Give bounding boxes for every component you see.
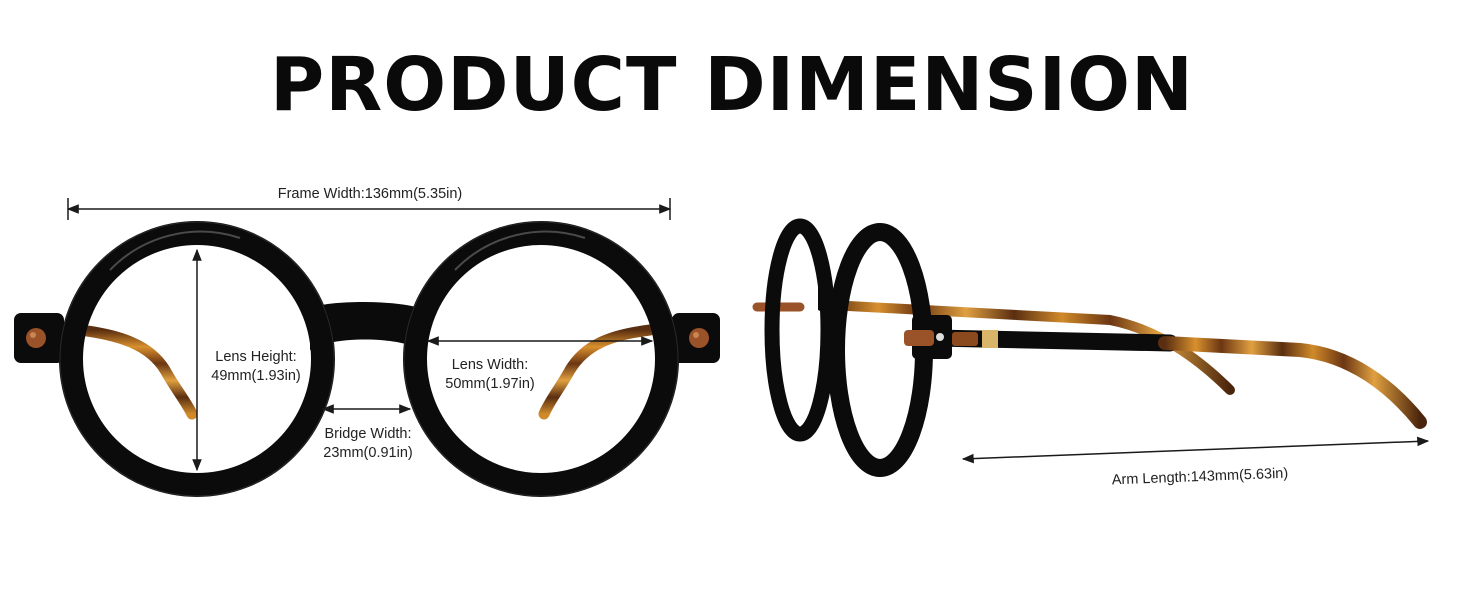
side-view <box>752 218 1430 477</box>
right-rivet <box>689 328 709 348</box>
bridge-width-label: Bridge Width: 23mm(0.91in) <box>308 425 428 463</box>
bridge <box>310 302 420 350</box>
left-rim <box>59 221 335 497</box>
bridge-width-title: Bridge Width: <box>324 426 412 442</box>
lens-height-title: Lens Height: <box>215 349 297 365</box>
lens-width-value: 50mm(1.97in) <box>445 376 535 392</box>
right-temple-arm <box>538 324 656 420</box>
page-title: PRODUCT DIMENSION <box>270 42 1194 128</box>
right-rim <box>403 221 679 497</box>
front-view <box>14 198 720 497</box>
front-rim <box>827 223 933 477</box>
lens-width-label: Lens Width: 50mm(1.97in) <box>430 356 550 394</box>
near-temple-arm-tortoise <box>1158 336 1427 429</box>
frame-width-label: Frame Width:136mm(5.35in) <box>277 186 463 202</box>
lens-height-label: Lens Height: 49mm(1.93in) <box>196 348 316 386</box>
bridge-width-value: 23mm(0.91in) <box>323 445 413 461</box>
left-rivet <box>26 328 46 348</box>
left-temple-arm <box>74 324 198 420</box>
back-rim <box>764 218 836 442</box>
lens-height-value: 49mm(1.93in) <box>211 368 301 384</box>
lens-width-title: Lens Width: <box>451 357 529 373</box>
arm-length-line <box>961 436 1430 464</box>
